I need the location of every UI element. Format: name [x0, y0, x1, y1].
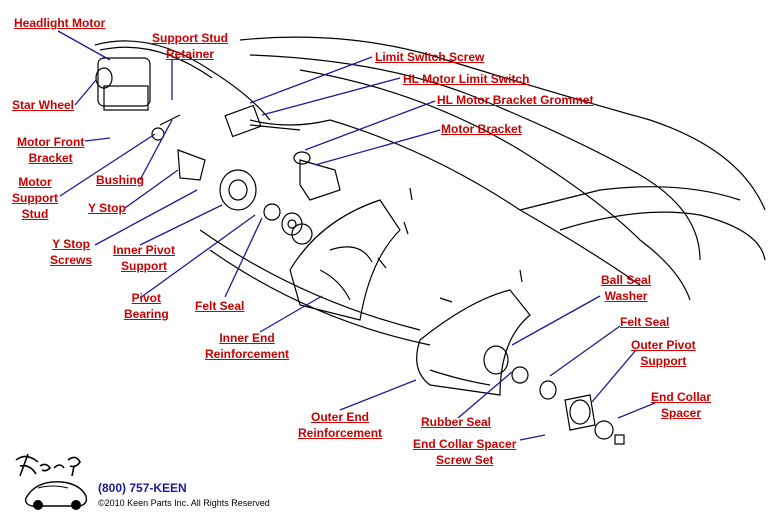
- label-text: Motor Bracket: [441, 122, 522, 136]
- label-inner-pivot-support[interactable]: Inner Pivot Support: [113, 242, 175, 274]
- label-text: Bushing: [96, 173, 144, 187]
- label-rubber-seal[interactable]: Rubber Seal: [421, 414, 491, 430]
- label-line: Support: [121, 259, 167, 273]
- label-line: End Collar Spacer: [413, 437, 517, 451]
- label-line: Bracket: [28, 151, 73, 165]
- inner-pivot-support-shape: [219, 169, 257, 211]
- label-line: Outer End: [311, 410, 370, 424]
- label-line: Screw Set: [436, 453, 494, 467]
- label-line: Stud: [21, 207, 49, 221]
- limit-switch-shape: [224, 104, 262, 138]
- label-y-stop-screws[interactable]: Y Stop Screws: [50, 236, 92, 268]
- label-text: HL Motor Bracket Grommet: [437, 93, 594, 107]
- label-text: Headlight Motor: [14, 16, 106, 30]
- label-line: Ball Seal: [601, 273, 652, 287]
- label-pivot-bearing[interactable]: Pivot Bearing: [124, 290, 169, 322]
- label-line: Inner Pivot: [113, 243, 176, 257]
- label-line: Reinforcement: [298, 426, 383, 440]
- copyright-notice: ©2010 Keen Parts Inc. All Rights Reserve…: [98, 498, 270, 508]
- label-felt-seal-outer[interactable]: Felt Seal: [620, 314, 669, 330]
- label-line: Bearing: [124, 307, 169, 321]
- keen-parts-logo: [15, 453, 88, 510]
- label-text: Y Stop: [88, 201, 126, 215]
- label-line: Washer: [604, 289, 648, 303]
- outer-pivot-support-shape: [564, 394, 596, 431]
- label-text: Felt Seal: [195, 299, 245, 313]
- label-line: Support Stud: [152, 31, 228, 45]
- label-y-stop[interactable]: Y Stop: [88, 200, 126, 216]
- body-panel-outline: [239, 36, 766, 211]
- label-text: Rubber Seal: [421, 415, 492, 429]
- label-text: Felt Seal: [620, 315, 670, 329]
- label-end-collar-spacer[interactable]: End Collar Spacer: [651, 389, 711, 421]
- label-hl-motor-bracket-grommet[interactable]: HL Motor Bracket Grommet: [437, 92, 593, 108]
- label-text: Limit Switch Screw: [375, 50, 485, 64]
- inner-end-reinforcement-shape: [289, 199, 401, 321]
- label-felt-seal-inner[interactable]: Felt Seal: [195, 298, 244, 314]
- label-line: Retainer: [165, 47, 214, 61]
- label-line: Outer Pivot: [631, 338, 696, 352]
- headlight-motor-shape: [97, 57, 151, 107]
- label-motor-bracket[interactable]: Motor Bracket: [441, 121, 522, 137]
- label-line: Inner End: [219, 331, 275, 345]
- label-outer-end-reinforcement[interactable]: Outer End Reinforcement: [298, 409, 382, 441]
- motor-bracket-shape: [299, 159, 341, 201]
- label-ball-seal-washer[interactable]: Ball Seal Washer: [601, 272, 651, 304]
- label-text: Star Wheel: [12, 98, 75, 112]
- label-line: Pivot: [131, 291, 162, 305]
- outer-end-reinforcement-shape: [416, 289, 531, 396]
- label-line: Motor: [18, 175, 52, 189]
- rubber-seal-shape: [483, 345, 509, 375]
- phone-number[interactable]: (800) 757-KEEN: [98, 481, 187, 495]
- label-line: End Collar: [651, 390, 712, 404]
- label-hl-motor-limit-switch[interactable]: HL Motor Limit Switch: [403, 71, 529, 87]
- end-collar-spacer-shape: [594, 420, 614, 440]
- label-line: Y Stop: [52, 237, 90, 251]
- label-inner-end-reinforcement[interactable]: Inner End Reinforcement: [205, 330, 289, 362]
- label-support-stud-retainer[interactable]: Support Stud Retainer: [152, 30, 228, 62]
- label-limit-switch-screw[interactable]: Limit Switch Screw: [375, 49, 484, 65]
- y-stop-shape: [177, 149, 206, 181]
- label-star-wheel[interactable]: Star Wheel: [12, 97, 74, 113]
- label-outer-pivot-support[interactable]: Outer Pivot Support: [631, 337, 696, 369]
- label-line: Spacer: [660, 406, 702, 420]
- label-line: Reinforcement: [205, 347, 290, 361]
- label-motor-front-bracket[interactable]: Motor Front Bracket: [17, 134, 84, 166]
- label-line: Support: [12, 191, 58, 205]
- label-text: HL Motor Limit Switch: [403, 72, 530, 86]
- label-bushing[interactable]: Bushing: [96, 172, 144, 188]
- label-line: Screws: [50, 253, 93, 267]
- label-line: Motor Front: [17, 135, 85, 149]
- label-headlight-motor[interactable]: Headlight Motor: [14, 15, 105, 31]
- label-line: Support: [640, 354, 687, 368]
- label-motor-support-stud[interactable]: Motor Support Stud: [12, 174, 58, 222]
- label-end-collar-spacer-screw-set[interactable]: End Collar Spacer Screw Set: [413, 436, 516, 468]
